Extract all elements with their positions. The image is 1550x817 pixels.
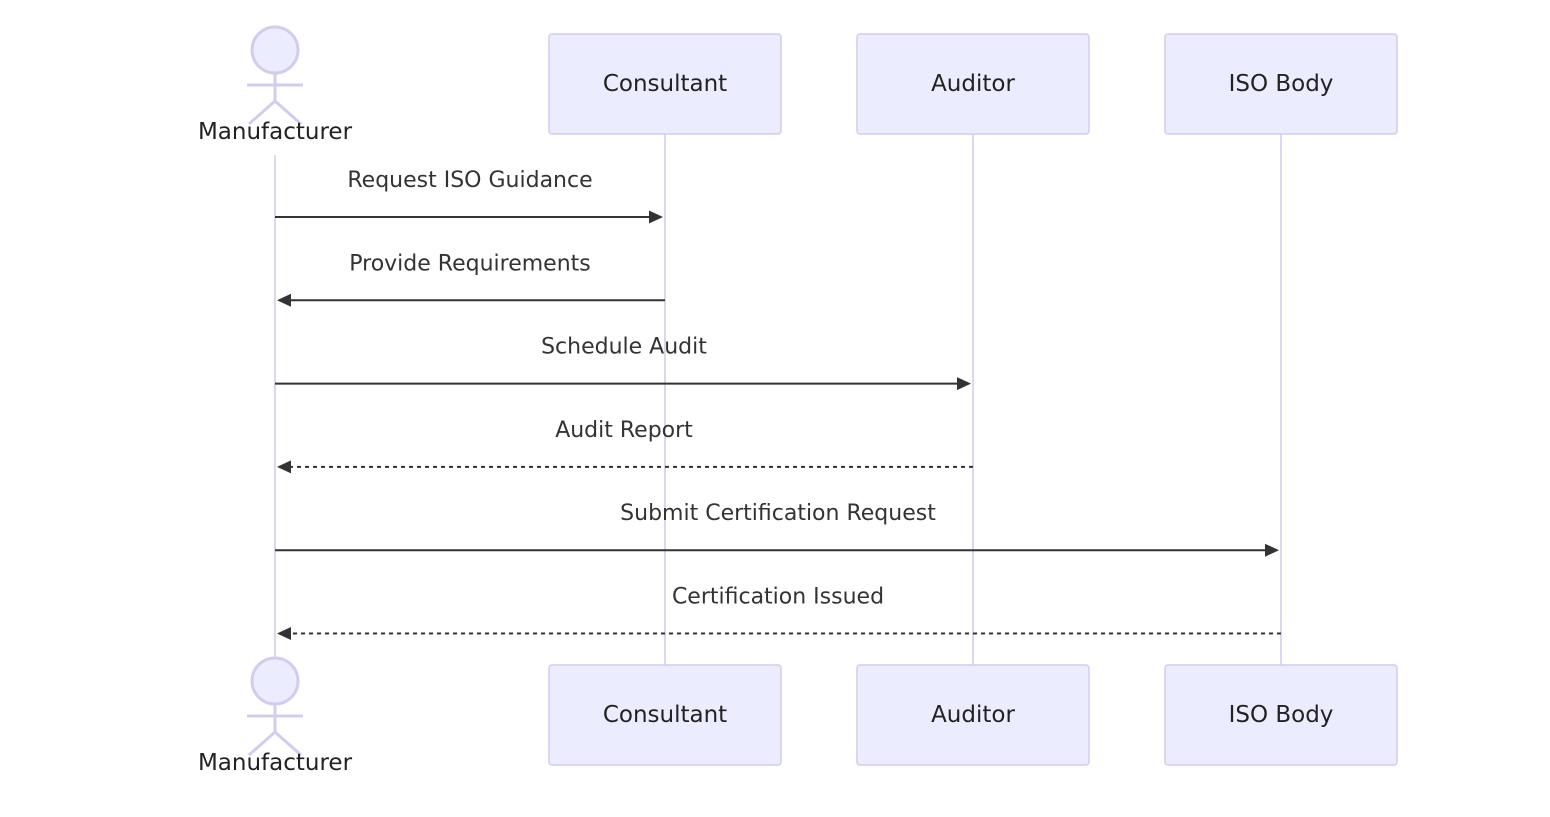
actor-leg-right (274, 99, 302, 126)
message-label: Request ISO Guidance (347, 168, 592, 193)
arrowhead-icon (277, 627, 291, 640)
message-label: Schedule Audit (541, 335, 707, 360)
participant-label: Auditor (931, 702, 1015, 728)
participant-label: ISO Body (1229, 71, 1334, 97)
message-4: Audit Report (277, 418, 973, 474)
arrowhead-icon (1265, 543, 1279, 557)
actor-leg-left (248, 99, 276, 126)
participant-box (1164, 33, 1398, 135)
participant-box (1164, 664, 1398, 766)
participant-iso-top: ISO Body (1164, 33, 1398, 135)
message-5: Submit Certification Request (275, 501, 1279, 557)
message-label: Audit Report (555, 418, 693, 443)
arrowhead-icon (277, 293, 291, 307)
arrowhead-icon (277, 460, 291, 474)
message-6: Certification Issued (277, 585, 1281, 640)
participant-label: Auditor (931, 71, 1015, 97)
actor-label: Manufacturer (198, 750, 353, 776)
participant-box (856, 33, 1090, 135)
participant-consultant-top: Consultant (548, 33, 782, 135)
lifelines (274, 134, 1282, 665)
message-label: Certification Issued (672, 585, 884, 610)
actor-bottom: Manufacturer (198, 656, 353, 776)
message-1: Request ISO Guidance (275, 168, 663, 224)
participant-consultant-bottom: Consultant (548, 664, 782, 766)
participant-iso-bottom: ISO Body (1164, 664, 1398, 766)
participant-auditor-bottom: Auditor (856, 664, 1090, 766)
actor-leg-left (248, 730, 276, 757)
arrowhead-icon (649, 210, 663, 224)
participant-auditor-top: Auditor (856, 33, 1090, 135)
participant-label: Consultant (603, 71, 727, 97)
participant-box (856, 664, 1090, 766)
actor-leg-right (274, 730, 302, 757)
message-label: Submit Certification Request (620, 501, 936, 526)
actor-head-icon (250, 656, 300, 706)
actor-head-icon (250, 25, 300, 75)
message-2: Provide Requirements (277, 251, 665, 307)
participant-box (548, 33, 782, 135)
actor-top: Manufacturer (198, 25, 353, 145)
message-label: Provide Requirements (349, 251, 590, 276)
participant-label: ISO Body (1229, 702, 1334, 728)
message-3: Schedule Audit (275, 335, 971, 391)
participant-box (548, 664, 782, 766)
actor-label: Manufacturer (198, 119, 353, 145)
arrowhead-icon (957, 377, 971, 391)
participant-label: Consultant (603, 702, 727, 728)
participants: ManufacturerManufacturerConsultantConsul… (198, 25, 1398, 776)
